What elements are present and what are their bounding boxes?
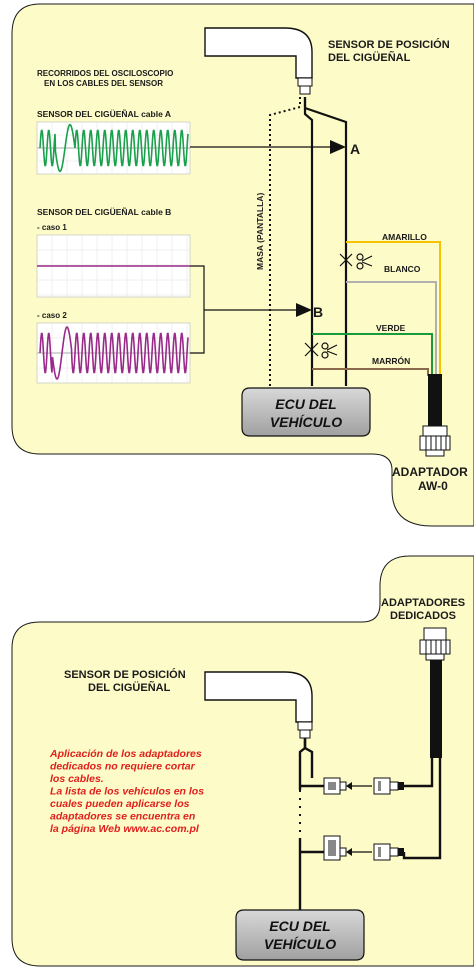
adaptor-cable [428,374,442,426]
scope-a [36,121,191,175]
note-line: los cables. [50,773,104,785]
osc-title: RECORRIDOS DEL OSCILOSCOPIO [37,69,173,78]
verde-label: VERDE [376,323,406,333]
note-line: cuales pueden aplicarse los [50,798,190,810]
blanco-label: BLANCO [384,264,421,274]
probe-lines [190,146,330,354]
note-line: la página Web www.ac.com.pl [50,823,200,835]
cut-marker-2 [304,342,338,359]
note-line: La lista de los vehículos en los [50,786,204,798]
label-b: B [313,304,323,320]
adapter-wires [312,241,441,376]
adaptador-name: AW-0 [418,479,448,493]
ecu-box-top [241,387,371,437]
adaptor-aw0-icon [419,425,451,457]
crank-sensor [204,27,313,95]
scope-b1 [36,234,191,298]
ecu-label-bottom: ECU DEL [269,918,330,934]
bottom-panel [11,555,474,967]
label-a: A [350,141,360,157]
cut-marker-1 [339,253,373,270]
osc-title-2: EN LOS CABLES DEL SENSOR [44,79,163,88]
marron-label: MARRÓN [372,355,410,366]
ecu-label-bottom-2: VEHÍCULO [264,936,336,952]
scope-b2 [36,322,191,384]
sensor-title-bottom: SENSOR DE POSICIÓN [64,668,186,681]
masa-label: MASA (PANTALLA) [255,193,265,270]
arrow-a [330,140,346,154]
sensor-title-2: DEL CIGÜEÑAL [328,51,411,64]
cable-a-title: SENSOR DEL CIGÜEÑAL cable A [37,109,171,119]
amarillo-label: AMARILLO [382,232,427,242]
adaptadores-title: ADAPTADORES [381,597,465,609]
adaptor-cable-bottom [430,660,442,758]
sensor-wires [303,97,348,386]
caso-1: - caso 1 [37,223,67,232]
adaptadores-title-2: DEDICADOS [390,610,456,622]
masa-wire [269,97,301,386]
caso-2: - caso 2 [37,311,67,320]
ecu-label-2: VEHÍCULO [270,414,342,430]
sensor-title: SENSOR DE POSICIÓN [328,38,450,51]
note-line: adaptadores se encuentra en [50,811,195,823]
cable-b-title: SENSOR DEL CIGÜEÑAL cable B [37,207,171,217]
crank-sensor-bottom [204,671,313,739]
note-line: dedicados no requiere cortar [50,761,196,773]
arrow-b [296,303,312,317]
connector-pair-1 [300,777,404,795]
ecu-label: ECU DEL [275,396,336,412]
sensor-title-bottom-2: DEL CIGÜEÑAL [88,681,171,694]
ecu-box-bottom [235,909,365,961]
dedicated-adaptor-icon [419,627,451,661]
note-line: Aplicación de los adaptadores [49,748,202,760]
connector-pair-2 [300,835,404,861]
adaptador-title: ADAPTADOR [392,465,468,479]
sensor-wires-bottom [298,738,314,910]
